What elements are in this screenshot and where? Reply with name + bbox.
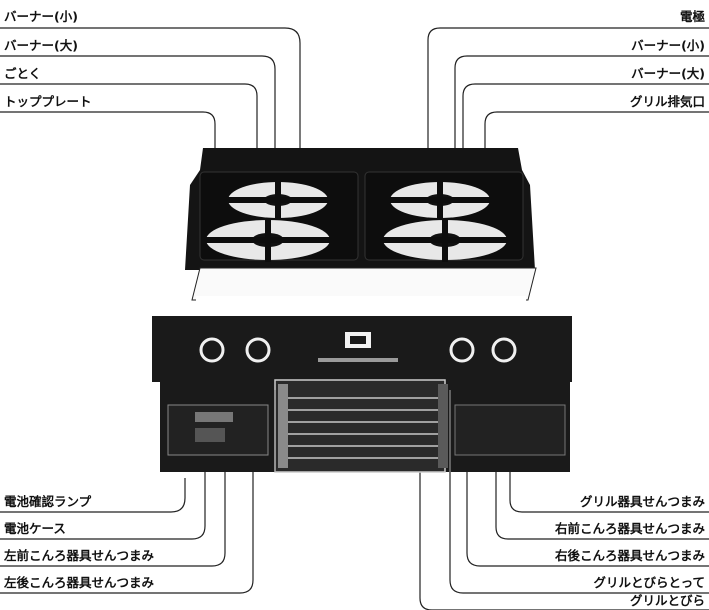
leader-line-battery-case <box>0 470 206 540</box>
leader-line-right-front-knob <box>495 365 709 540</box>
label-right-front-knob: 右前こんろ器具せんつまみ <box>554 521 705 536</box>
leader-line-grill-knob <box>509 445 709 513</box>
leader-line-left-front-knob <box>0 370 226 567</box>
leader-line-burner-large-right <box>462 83 709 175</box>
leader-line-top-plate <box>0 111 216 150</box>
label-right-rear-knob: 右後こんろ器具せんつまみ <box>554 548 705 563</box>
label-battery-case: 電池ケース <box>4 521 66 536</box>
leader-line-burner-small-left <box>0 27 301 155</box>
leader-line-right-rear-knob <box>466 365 709 567</box>
label-electrode: 電極 <box>679 9 705 24</box>
leader-line-electrode <box>427 27 709 150</box>
label-burner-small-left: バーナー(小) <box>4 9 78 24</box>
label-grill-exhaust: グリル排気口 <box>629 94 705 109</box>
stove-body <box>152 316 572 473</box>
left-front-knob <box>245 337 271 363</box>
label-grill-door: グリルとびら <box>629 593 705 608</box>
leader-lines <box>0 27 709 610</box>
leader-line-grill-handle <box>449 385 709 594</box>
leader-line-battery-lamp <box>0 478 186 513</box>
leader-line-burner-small-right <box>454 55 709 165</box>
label-grill-knob: グリル器具せんつまみ <box>579 494 705 509</box>
leader-line-left-rear-knob <box>0 370 254 594</box>
leader-line-burner-large-left <box>0 55 276 160</box>
label-burner-small-right: バーナー(小) <box>631 38 705 53</box>
label-burner-large-left: バーナー(大) <box>4 38 78 53</box>
label-left-rear-knob: 左後こんろ器具せんつまみ <box>4 575 155 590</box>
label-top-plate: トッププレート <box>4 94 92 109</box>
left-rear-knob <box>199 337 225 363</box>
burner-grates <box>199 171 524 262</box>
label-gotoku: ごとく <box>4 66 42 81</box>
label-left-front-knob: 左前こんろ器具せんつまみ <box>4 548 155 563</box>
label-battery-lamp: 電池確認ランプ <box>4 494 92 509</box>
leader-line-gotoku <box>0 83 258 180</box>
right-front-knob <box>491 337 517 363</box>
label-grill-door-handle: グリルとびらとって <box>593 575 705 590</box>
label-burner-large-right: バーナー(大) <box>631 66 705 81</box>
right-rear-knob <box>449 337 475 363</box>
leader-line-grill-exhaust <box>484 111 709 150</box>
